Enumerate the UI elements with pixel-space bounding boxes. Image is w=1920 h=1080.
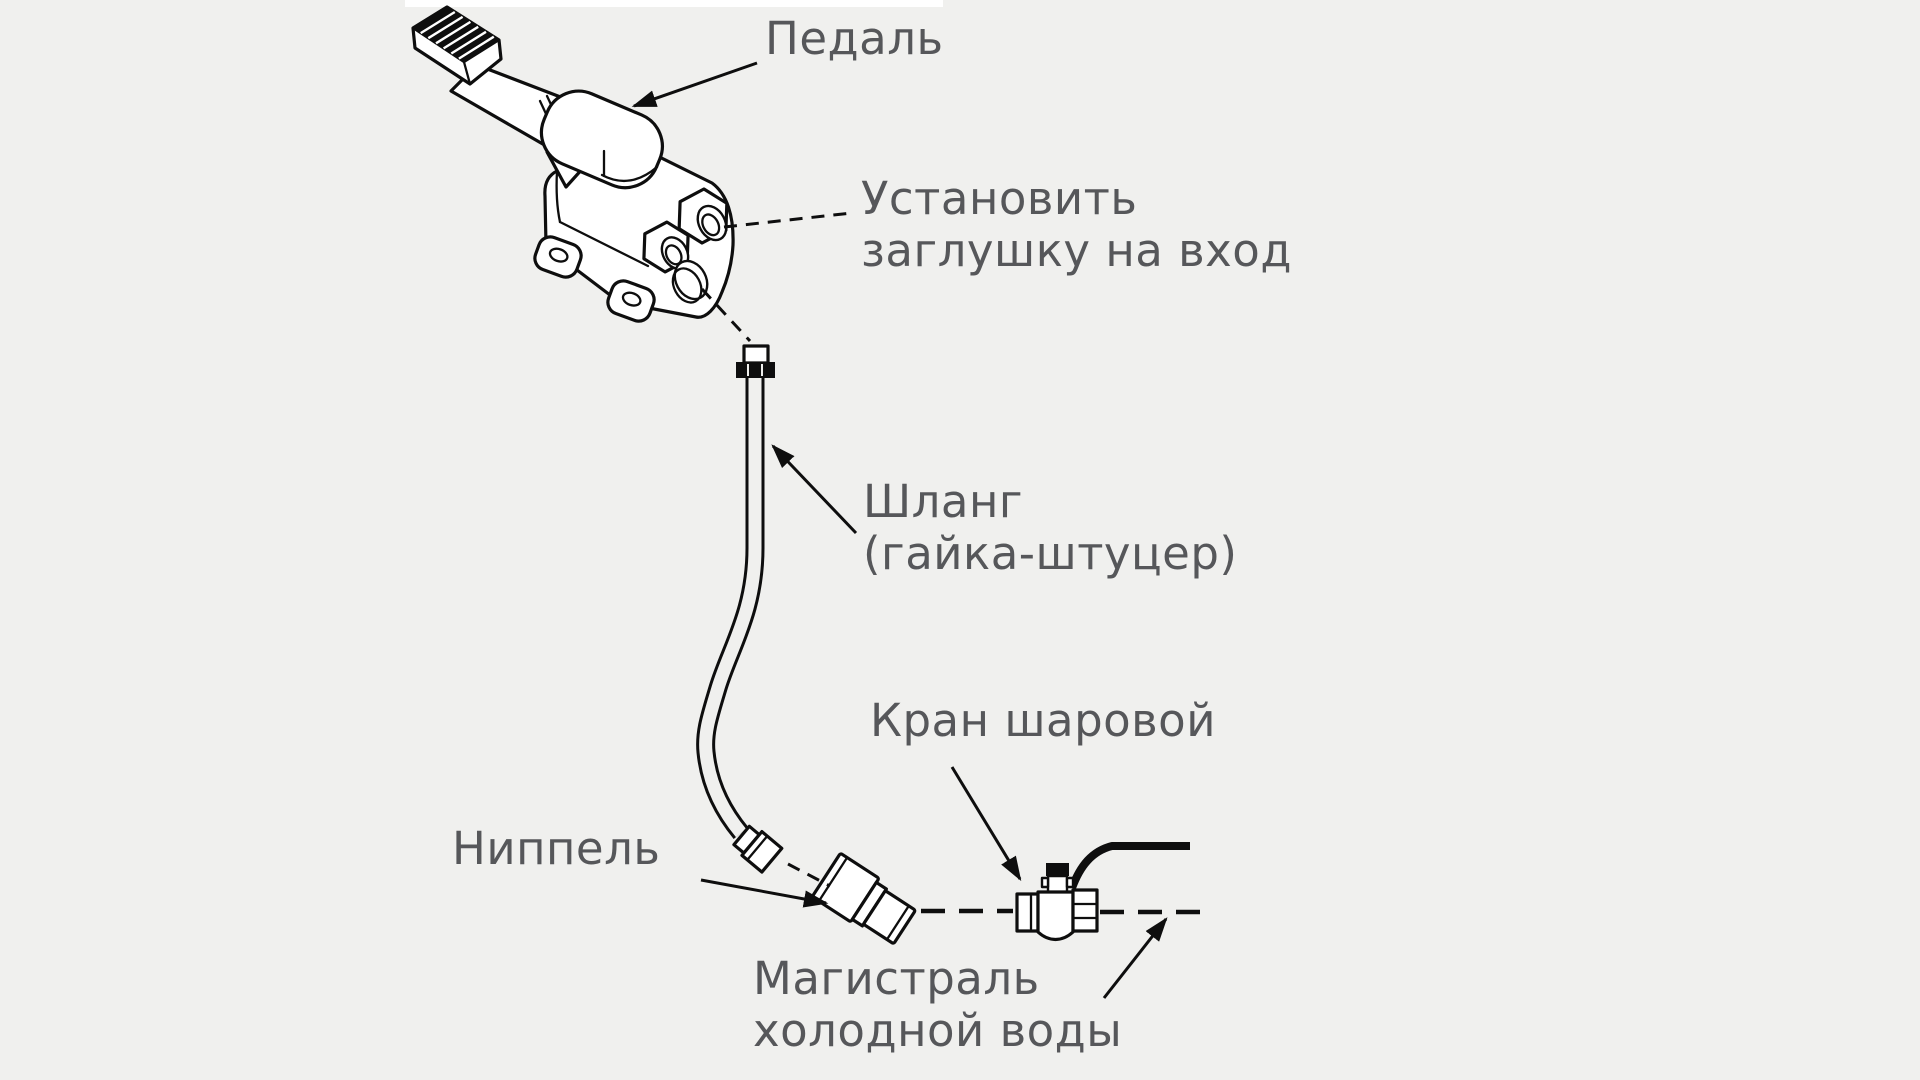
plug-leader-dash xyxy=(723,211,853,229)
cold-water-arrow xyxy=(1102,917,1168,999)
nipple-label: Ниппель xyxy=(452,822,661,875)
mounting-foot-right xyxy=(606,279,656,323)
hose-end-nut xyxy=(732,824,784,874)
cold-water-label: Магистраль холодной воды xyxy=(753,952,1123,1057)
nipple-arrow xyxy=(700,878,829,908)
hose-to-nipple-dash xyxy=(787,862,831,888)
valve-stem xyxy=(1046,874,1069,894)
pedal-label: Педаль xyxy=(765,12,944,65)
dashed-lines xyxy=(700,211,1208,915)
hose-label: Шланг (гайка-штуцер) xyxy=(863,475,1238,580)
hose-top-nut xyxy=(736,362,775,378)
callout-arrows xyxy=(631,61,1168,999)
port-to-hose-dash xyxy=(700,287,752,343)
hex-port-upper-face xyxy=(696,204,728,242)
valve-handle xyxy=(1068,842,1190,890)
pedal-pad xyxy=(411,5,503,86)
ball-valve-arrow xyxy=(950,766,1022,882)
mounting-foot-left xyxy=(533,235,583,279)
nipple-drawing xyxy=(811,852,917,945)
hose-top-cap xyxy=(742,344,770,365)
inlet-port-oval xyxy=(671,259,709,304)
pedal-valve-drawing xyxy=(411,5,735,323)
inlet-plug-label: Установить заглушку на вход xyxy=(861,172,1292,277)
hose-drawing xyxy=(696,344,784,874)
ball-valve-drawing xyxy=(1015,842,1190,942)
valve-stem-cap xyxy=(1046,863,1069,876)
valve-right-hex xyxy=(1071,888,1099,933)
valve-body xyxy=(1036,890,1075,942)
top-white-strip xyxy=(405,0,943,7)
pedal-cam xyxy=(539,89,664,190)
pedal-arrow xyxy=(631,61,758,108)
hose-arrow xyxy=(771,444,858,535)
ball-valve-label: Кран шаровой xyxy=(870,694,1216,747)
valve-left-hex xyxy=(1015,892,1040,933)
